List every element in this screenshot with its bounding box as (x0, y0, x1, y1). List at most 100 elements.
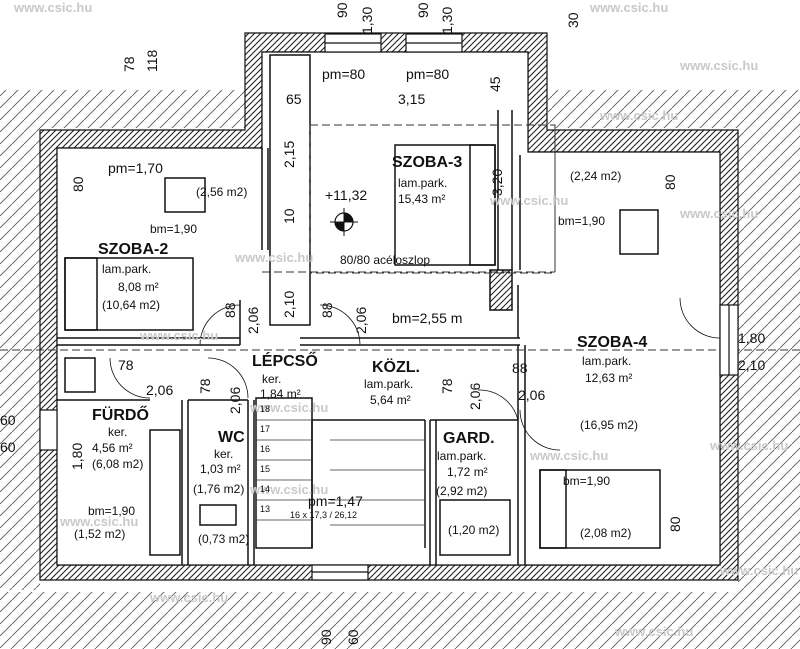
dimension: 60 (345, 629, 361, 645)
room-floor: ker. (262, 372, 281, 386)
watermark: www.csic.hu (679, 206, 758, 221)
dimension: 2,15 (281, 141, 297, 168)
room-floor: lam.park. (398, 176, 447, 190)
roof-hatching (0, 90, 800, 649)
stair-number: 15 (260, 464, 270, 474)
room-area: 1,72 m² (447, 465, 488, 479)
dimension: 1,80 (738, 330, 765, 346)
room-floor: ker. (214, 447, 233, 461)
stair-number: 13 (260, 504, 270, 514)
dimension: 90 (334, 2, 350, 18)
room-floor: lam.park. (582, 354, 631, 368)
dimension: 1,30 (359, 7, 375, 34)
level-marker (330, 208, 358, 236)
stair-numbers: 18 17 16 15 14 13 (260, 404, 270, 514)
room-name: SZOBA-4 (577, 334, 647, 351)
dimension: 30 (565, 12, 581, 28)
watermark: www.csic.hu (249, 400, 328, 415)
room-name: KÖZL. (372, 357, 420, 376)
parapet-label: pm=1,70 (108, 160, 163, 176)
watermark: www.csic.hu (614, 624, 693, 639)
dimension: 88 (512, 360, 528, 376)
stair-formula: 16 x 17,3 / 26,12 (290, 510, 357, 520)
area-label: (0,73 m2) (198, 532, 249, 546)
watermark: www.csic.hu (59, 514, 138, 529)
dimension-labels: 78 118 90 1,30 90 1,30 30 65 3,15 45 80 … (0, 2, 765, 645)
room-gross: (1,76 m2) (193, 482, 244, 496)
watermark: www.csic.hu (709, 438, 788, 453)
room-gross: (10,64 m2) (102, 298, 160, 312)
dimension: 90 (318, 629, 334, 645)
watermark: www.csic.hu (719, 563, 798, 578)
dimension: 118 (144, 49, 160, 72)
clear-height-label: bm=2,55 m (392, 310, 462, 326)
room-area: 5,64 m² (370, 393, 411, 407)
room-floor: lam.park. (437, 449, 486, 463)
dimension: 1,30 (439, 7, 455, 34)
dimension: 88 (222, 302, 238, 318)
clear-height-label: bm=1,90 (150, 222, 197, 236)
room-area: 8,08 m² (118, 280, 159, 294)
room-floor: ker. (108, 425, 127, 439)
dimension: 2,06 (353, 307, 369, 334)
clear-height-label: bm=1,90 (563, 474, 610, 488)
watermark: www.csic.hu (149, 590, 228, 605)
clear-height-label: bm=1,90 (558, 214, 605, 228)
parapet-label: pm=1,47 (308, 493, 363, 509)
dimension: 2,06 (467, 383, 483, 410)
dimension: 2,06 (227, 387, 243, 414)
dimension: 10 (281, 208, 297, 224)
dimension: 88 (319, 302, 335, 318)
room-name: SZOBA-3 (392, 154, 462, 171)
stair-number: 14 (260, 484, 270, 494)
area-label: (2,56 m2) (196, 185, 247, 199)
dimension: 90 (415, 2, 431, 18)
stair-number: 18 (260, 404, 270, 414)
area-label: (1,52 m2) (74, 527, 125, 541)
room-name: FÜRDŐ (92, 405, 149, 424)
dimension: 65 (286, 91, 302, 107)
stair-number: 17 (260, 424, 270, 434)
dimension: 60 (0, 412, 16, 428)
dimension: 80 (667, 516, 683, 532)
room-name: GARD. (443, 430, 495, 447)
dimension: 78 (118, 357, 134, 373)
watermark: www.csic.hu (249, 482, 328, 497)
level-label: +11,32 (325, 187, 367, 203)
watermark: www.csic.hu (13, 0, 92, 15)
room-area: 15,43 m² (398, 192, 445, 206)
clear-height-label: bm=1,90 (88, 504, 135, 518)
room-gross: (6,08 m2) (92, 457, 143, 471)
room-labels: SZOBA-3 lam.park. 15,43 m² SZOBA-2 lam.p… (92, 154, 647, 498)
dimension: 2,06 (146, 382, 173, 398)
dimension: 1,80 (69, 443, 85, 470)
dimension: 45 (487, 76, 503, 92)
dimension: 2,10 (738, 357, 765, 373)
parapet-label: pm=80 (406, 66, 449, 82)
sub-areas: (2,56 m2) (2,24 m2) (1,52 m2) (0,73 m2) … (74, 169, 631, 546)
stair-number: 16 (260, 444, 270, 454)
dimension: 2,10 (281, 291, 297, 318)
dimension: 80 (70, 176, 86, 192)
column-label: 80/80 acéloszlop (340, 253, 430, 267)
room-area: 1,03 m² (200, 462, 241, 476)
windows (39, 33, 739, 581)
room-area: 4,56 m² (92, 441, 133, 455)
room-gross: (2,92 m2) (436, 484, 487, 498)
watermark: www.csic.hu (139, 328, 218, 343)
watermark: www.csic.hu (529, 448, 608, 463)
watermark: www.csic.hu (234, 250, 313, 265)
dimension: 3,15 (398, 91, 425, 107)
dimension: 2,06 (245, 307, 261, 334)
annotations: +11,32 80/80 acéloszlop pm=80 pm=80 pm=1… (88, 66, 610, 520)
stair-treads (256, 419, 425, 526)
room-floor: lam.park. (102, 262, 151, 276)
dimension: 78 (197, 378, 213, 394)
watermark: www.csic.hu (679, 58, 758, 73)
dimension: 80 (662, 174, 678, 190)
room-gross: (16,95 m2) (580, 418, 638, 432)
watermark: www.csic.hu (589, 0, 668, 15)
area-label: (2,24 m2) (570, 169, 621, 183)
dimension: 3,20 (489, 169, 505, 196)
